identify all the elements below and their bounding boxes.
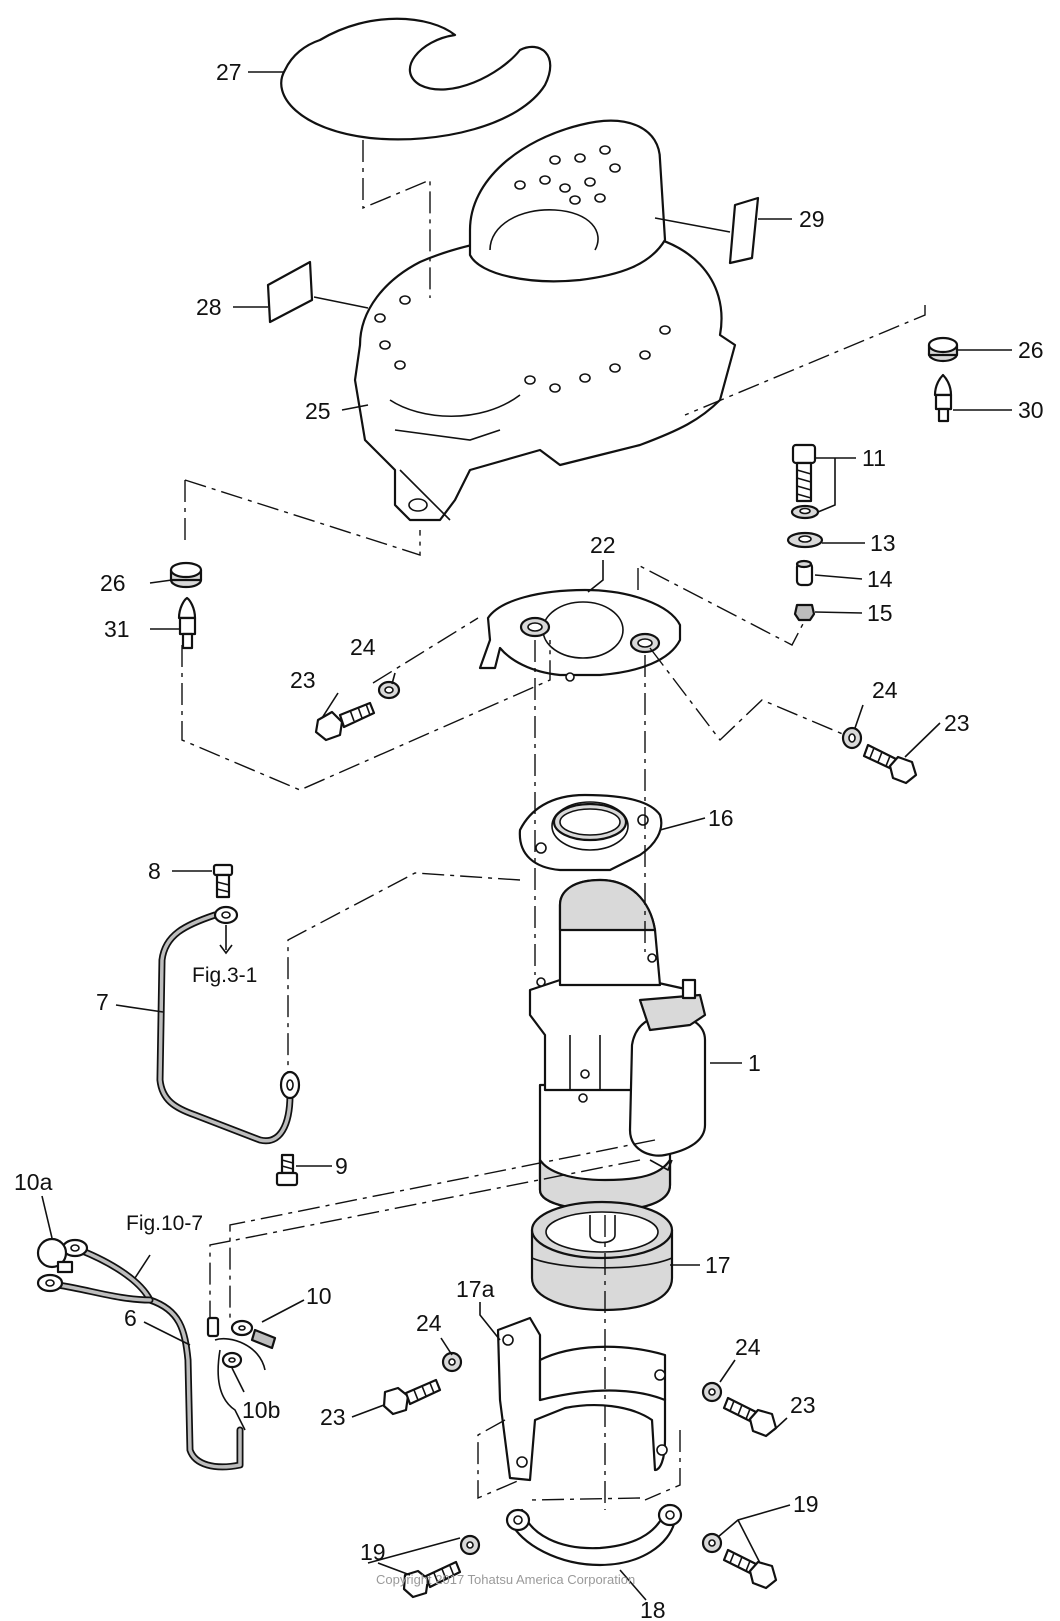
callout-10: 10	[306, 1283, 332, 1309]
part-6-wire-harness	[36, 1238, 266, 1471]
part-14-collar	[795, 559, 814, 587]
callout-23-lower-left: 23	[320, 1404, 346, 1430]
part-26-grommet-right	[927, 336, 959, 363]
part-19-washer-lower-right	[701, 1532, 723, 1554]
part-11-bolt	[791, 443, 817, 503]
copyright-notice: Copyright 2017 Tohatsu America Corporati…	[376, 1572, 635, 1587]
part-24-washer-upper-left	[377, 680, 401, 700]
callout-15: 15	[867, 600, 893, 626]
callout-1: 1	[748, 1050, 761, 1076]
part-15-nut	[793, 603, 816, 622]
callout-24-lower-left: 24	[416, 1310, 442, 1336]
callout-13: 13	[870, 530, 896, 556]
callout-16: 16	[708, 805, 734, 831]
callout-23-upper-right: 23	[944, 710, 970, 736]
callout-19-left: 19	[360, 1539, 386, 1565]
callout-7: 7	[96, 989, 109, 1015]
callout-14: 14	[867, 566, 893, 592]
callout-25: 25	[305, 398, 331, 424]
part-23-bolt-lower-right	[722, 1396, 778, 1438]
part-19-washer-lower-left	[459, 1534, 481, 1556]
part-29-decal	[728, 196, 760, 265]
part-24-washer-lower-left	[441, 1351, 463, 1373]
callout-22: 22	[590, 532, 616, 558]
leader-lines	[41, 71, 1012, 1601]
part-10-terminal-lead	[230, 1319, 277, 1350]
callout-26-left: 26	[100, 570, 126, 596]
part-9-bolt	[275, 1153, 299, 1187]
callout-27: 27	[216, 59, 242, 85]
callout-24-lower-right: 24	[735, 1334, 761, 1360]
part-17a-upper-clamp	[496, 1316, 668, 1482]
callout-10b: 10b	[242, 1397, 280, 1423]
part-23-bolt-upper-right	[862, 743, 918, 785]
part-30-stud-right	[933, 373, 953, 423]
part-7-ground-cable	[156, 905, 301, 1145]
part-22-starter-bracket	[478, 588, 682, 682]
callout-28: 28	[196, 294, 222, 320]
alignment-lines	[181, 140, 926, 1510]
part-23-bolt-upper-left	[314, 701, 376, 742]
part-13-washer	[786, 531, 824, 549]
part-16-flange-gasket	[518, 793, 663, 872]
part-19-bolt-lower-left	[402, 1560, 462, 1599]
callout-26-right: 26	[1018, 337, 1044, 363]
callout-11: 11	[862, 445, 886, 471]
callout-31: 31	[104, 616, 130, 642]
reference-fig-3-1: Fig.3-1	[192, 964, 257, 987]
callout-6: 6	[124, 1305, 137, 1331]
part-10a-terminal-cap	[36, 1237, 74, 1274]
part-24-washer-upper-right	[841, 726, 863, 750]
callout-24-upper-left: 24	[350, 634, 376, 660]
part-18-lower-clamp	[505, 1503, 683, 1567]
part-10b-nut	[221, 1351, 243, 1369]
callout-19-right: 19	[793, 1491, 819, 1517]
cover-vent-holes	[374, 145, 671, 393]
callout-24-upper-right: 24	[872, 677, 898, 703]
callout-labels: 1 6 7 8 9 10 10a 10b 11 13 14 15 16 17 1…	[14, 59, 1044, 1621]
reference-fig-10-7: Fig.10-7	[126, 1212, 203, 1235]
part-8-bolt	[212, 863, 234, 899]
part-28-decal	[266, 260, 314, 324]
callout-18: 18	[640, 1597, 666, 1621]
part-31-stud-left	[177, 596, 197, 650]
callout-30: 30	[1018, 397, 1044, 423]
callout-29: 29	[799, 206, 825, 232]
callout-17a: 17a	[456, 1276, 495, 1302]
part-23-bolt-lower-left	[382, 1378, 442, 1416]
part-26-grommet-left	[169, 561, 203, 589]
part-25-flywheel-cover	[353, 119, 737, 522]
part-24-washer-lower-right	[701, 1381, 723, 1403]
part-1-starter-motor	[528, 878, 707, 1212]
callout-23-upper-left: 23	[290, 667, 316, 693]
callout-10a: 10a	[14, 1169, 53, 1195]
callout-17: 17	[705, 1252, 731, 1278]
callout-8: 8	[148, 858, 161, 884]
callout-9: 9	[335, 1153, 348, 1179]
part-11-washer	[790, 504, 820, 520]
part-27-cover-gasket	[280, 17, 552, 141]
part-19-bolt-lower-right	[722, 1548, 778, 1590]
part-17-rubber-mount	[530, 1200, 674, 1312]
callout-23-lower-right: 23	[790, 1392, 816, 1418]
